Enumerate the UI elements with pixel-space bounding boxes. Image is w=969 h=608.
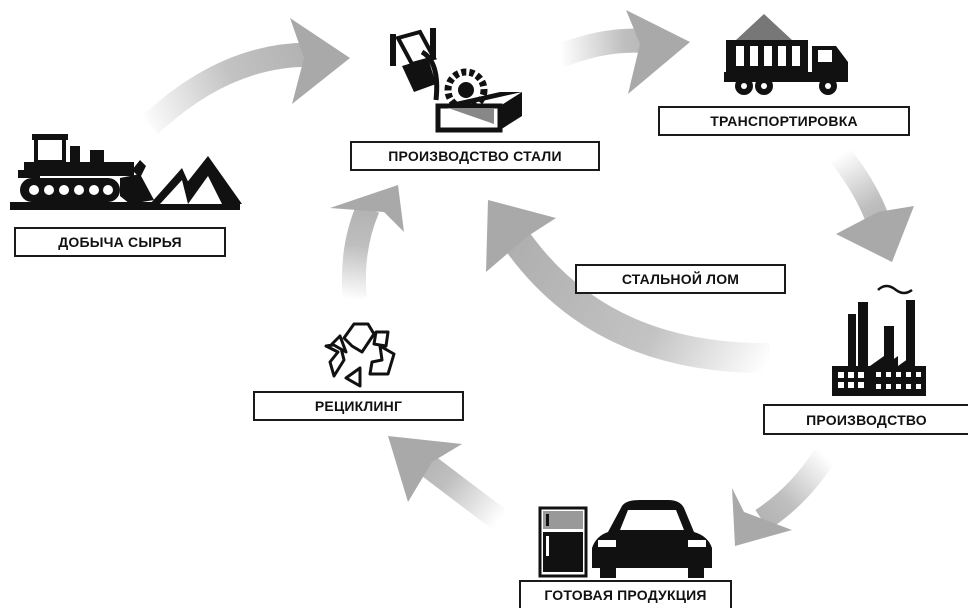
transportation-label: ТРАНСПОРТИРОВКА <box>658 106 910 136</box>
factory-icon <box>832 284 926 396</box>
ore-pile-icon <box>150 156 242 204</box>
arrow-manufacturing-to-finished <box>732 448 836 546</box>
steel-beam-icon <box>435 92 522 133</box>
steel-ladle-icon <box>390 28 440 101</box>
refrigerator-icon <box>538 506 588 578</box>
arrow-steel-to-transport <box>555 10 690 94</box>
arrow-mining-to-steel <box>141 18 350 134</box>
recycle-icon <box>324 322 396 388</box>
manufacturing-label: ПРОИЗВОДСТВО <box>763 404 968 435</box>
recycling-label: РЕЦИКЛИНГ <box>253 391 464 421</box>
arrow-scrap-to-steel <box>486 200 771 374</box>
arrow-finished-to-recycling <box>388 436 508 530</box>
bulldozer-icon <box>10 134 240 210</box>
mining-label: ДОБЫЧА СЫРЬЯ <box>14 227 226 257</box>
arrow-recycling-to-steel <box>330 185 404 302</box>
finished-products-label: ГОТОВАЯ ПРОДУКЦИЯ <box>519 580 732 608</box>
arrow-transport-to-manufacturing <box>830 147 914 262</box>
car-icon <box>592 500 712 578</box>
steel-scrap-label: СТАЛЬНОЙ ЛОМ <box>575 264 786 294</box>
dump-truck-icon <box>724 14 848 95</box>
steel-production-label: ПРОИЗВОДСТВО СТАЛИ <box>350 141 600 171</box>
